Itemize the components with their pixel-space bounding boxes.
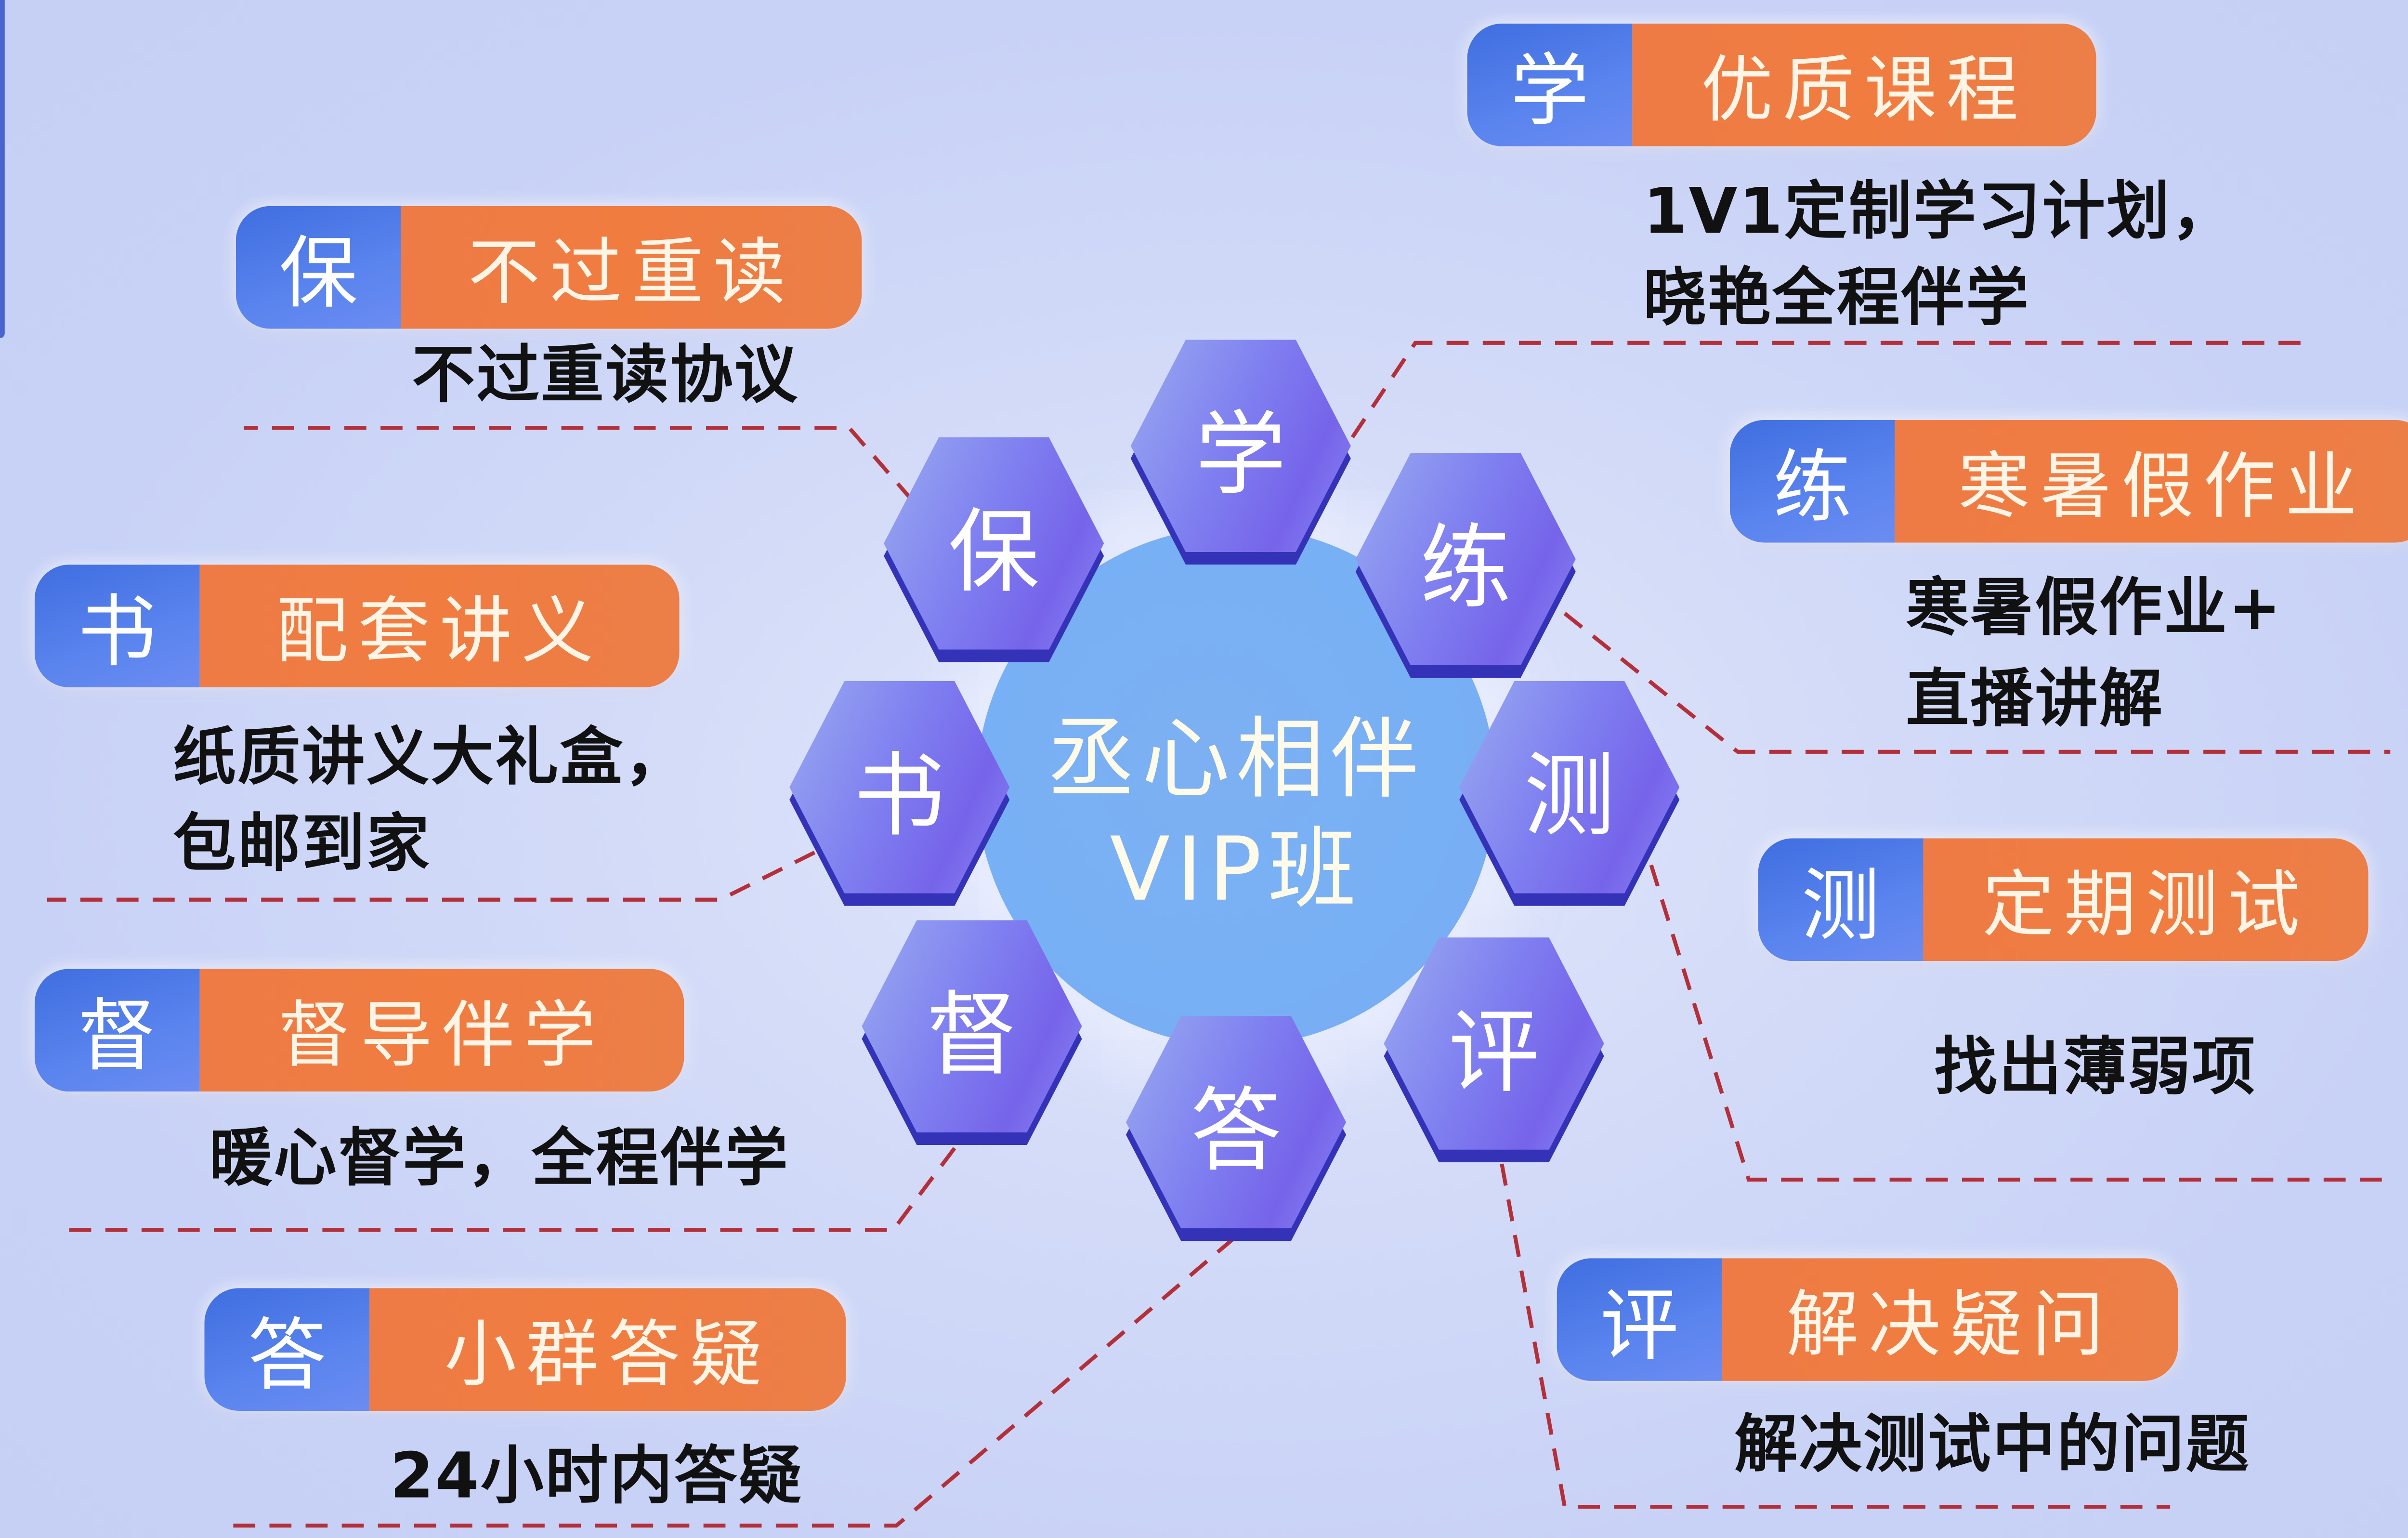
feature-desc-ce: 找出薄弱项 <box>1934 1032 2257 1104</box>
feature-pill-da[interactable]: 答 小群答疑 <box>204 1288 846 1411</box>
hexagon-ce[interactable]: 测 <box>1459 681 1680 906</box>
feature-desc-bao: 不过重读协议 <box>412 340 799 412</box>
hexagon-xue[interactable]: 学 <box>1130 340 1351 565</box>
hexagon-du[interactable]: 督 <box>862 920 1082 1145</box>
feature-name: 优质课程 <box>1632 23 2096 146</box>
feature-name: 定期测试 <box>1923 838 2369 961</box>
frame-edge-left <box>0 0 5 339</box>
connector-bao <box>244 426 914 502</box>
feature-name: 寒暑假作业 <box>1895 420 2408 543</box>
connector-ping <box>1500 1163 2171 1509</box>
feature-tag: 答 <box>204 1288 370 1411</box>
connector-du <box>55 1147 956 1232</box>
hexagon-bao[interactable]: 保 <box>884 437 1104 662</box>
feature-tag: 学 <box>1467 23 1633 146</box>
feature-tag: 评 <box>1557 1258 1722 1381</box>
feature-name: 不过重读 <box>401 206 862 329</box>
feature-desc-da: 24小时内答疑 <box>390 1441 803 1513</box>
connector-xue <box>1350 341 2312 439</box>
feature-name: 督导伴学 <box>199 969 684 1092</box>
connector-ce <box>1649 864 2382 1182</box>
feature-pill-bao[interactable]: 保 不过重读 <box>236 206 862 329</box>
feature-name: 配套讲义 <box>199 565 680 687</box>
hexagon-ping[interactable]: 评 <box>1384 937 1604 1163</box>
feature-tag: 测 <box>1758 838 1924 961</box>
feature-name: 小群答疑 <box>369 1288 846 1411</box>
connector-da <box>220 1236 1236 1528</box>
feature-desc-shu-line2: 包邮到家 <box>173 808 431 881</box>
feature-pill-du[interactable]: 督 督导伴学 <box>34 969 684 1092</box>
feature-desc-shu-line1: 纸质讲义大礼盒， <box>173 722 689 794</box>
connector-lian <box>1563 612 2391 754</box>
feature-pill-shu[interactable]: 书 配套讲义 <box>34 565 680 687</box>
hexagon-shu[interactable]: 书 <box>789 681 1010 906</box>
feature-name: 解决疑问 <box>1722 1258 2178 1381</box>
feature-tag: 保 <box>236 206 401 329</box>
hexagon-lian[interactable]: 练 <box>1355 453 1576 678</box>
feature-desc-du: 暖心督学，全程伴学 <box>209 1123 790 1196</box>
center-title-line1: 丞心相伴 <box>1047 709 1425 812</box>
hexagon-da[interactable]: 答 <box>1125 1016 1347 1241</box>
center-title-line2: VIP班 <box>1110 819 1362 922</box>
feature-pill-ce[interactable]: 测 定期测试 <box>1758 838 2369 961</box>
feature-desc-xue-line2: 晓艳全程伴学 <box>1643 263 2030 335</box>
feature-pill-xue[interactable]: 学 优质课程 <box>1467 23 2096 146</box>
feature-pill-lian[interactable]: 练 寒暑假作业 <box>1729 420 2408 543</box>
connector-shu <box>47 851 816 902</box>
feature-desc-lian-line1: 寒暑假作业+ <box>1906 572 2283 645</box>
feature-pill-ping[interactable]: 评 解决疑问 <box>1557 1258 2178 1381</box>
feature-tag: 练 <box>1729 420 1895 543</box>
feature-desc-ping: 解决测试中的问题 <box>1734 1409 2251 1482</box>
feature-tag: 督 <box>34 969 200 1092</box>
feature-desc-lian-line2: 直播讲解 <box>1906 663 2164 736</box>
feature-tag: 书 <box>34 565 200 687</box>
feature-desc-xue-line1: 1V1定制学习计划， <box>1643 176 2236 249</box>
